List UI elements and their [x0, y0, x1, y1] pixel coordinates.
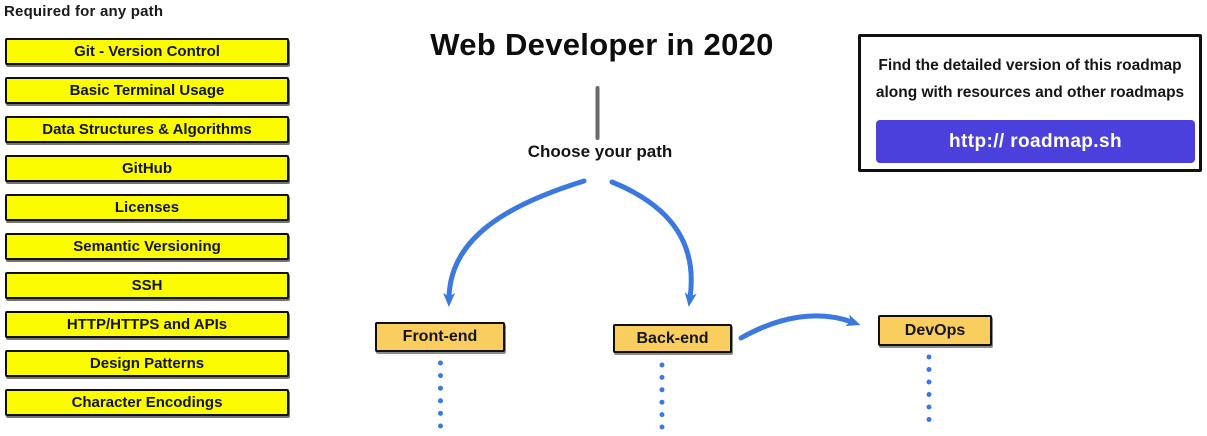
backend-node-label: Back-end: [636, 329, 709, 347]
choose-your-path-label: Choose your path: [527, 142, 673, 161]
required-path-heading: Required for any path: [4, 3, 164, 20]
frontend-node-label: Front-end: [402, 328, 478, 345]
topic-box[interactable]: Semantic Versioning: [5, 233, 289, 260]
backend-node[interactable]: Back-end: [613, 324, 732, 353]
topic-box-label: Design Patterns: [89, 355, 205, 372]
topic-box-label: Character Encodings: [71, 394, 223, 411]
arrow-to-frontend: [443, 178, 587, 307]
info-box-line2: along with resources and other roadmaps: [875, 84, 1185, 101]
topic-box-label: Git - Version Control: [74, 43, 220, 60]
topic-box-label: GitHub: [122, 160, 172, 177]
roadmap-url-label: http:// roadmap.sh: [949, 130, 1122, 152]
topic-box-label: SSH: [131, 277, 163, 294]
topic-box-label: Basic Terminal Usage: [69, 82, 225, 99]
topic-box[interactable]: Data Structures & Algorithms: [5, 116, 289, 143]
roadmap-url-button[interactable]: http:// roadmap.sh: [876, 120, 1195, 163]
roadmap-info-box: Find the detailed version of this roadma…: [858, 34, 1202, 172]
topic-box[interactable]: GitHub: [5, 155, 289, 182]
topic-box[interactable]: Licenses: [5, 194, 289, 221]
devops-node[interactable]: DevOps: [878, 315, 992, 346]
devops-node-label: DevOps: [904, 321, 966, 339]
topic-box[interactable]: Character Encodings: [5, 389, 289, 416]
topic-box[interactable]: Design Patterns: [5, 350, 289, 377]
topic-box[interactable]: Git - Version Control: [5, 38, 289, 65]
arrow-to-backend: [609, 179, 697, 307]
topic-box-label: Data Structures & Algorithms: [42, 121, 252, 138]
info-box-line1: Find the detailed version of this roadma…: [878, 57, 1182, 74]
topic-box[interactable]: Basic Terminal Usage: [5, 77, 289, 104]
info-box-text: Find the detailed version of this roadma…: [861, 52, 1199, 106]
required-topic-list: Git - Version Control Basic Terminal Usa…: [5, 38, 289, 428]
topic-box-label: Semantic Versioning: [73, 238, 221, 255]
topic-box[interactable]: SSH: [5, 272, 289, 299]
page-title: Web Developer in 2020: [430, 27, 774, 62]
topic-box-label: HTTP/HTTPS and APIs: [66, 316, 228, 333]
topic-box-label: Licenses: [114, 199, 180, 216]
arrow-backend-to-devops: [738, 313, 861, 341]
topic-box[interactable]: HTTP/HTTPS and APIs: [5, 311, 289, 338]
frontend-node[interactable]: Front-end: [375, 322, 505, 352]
